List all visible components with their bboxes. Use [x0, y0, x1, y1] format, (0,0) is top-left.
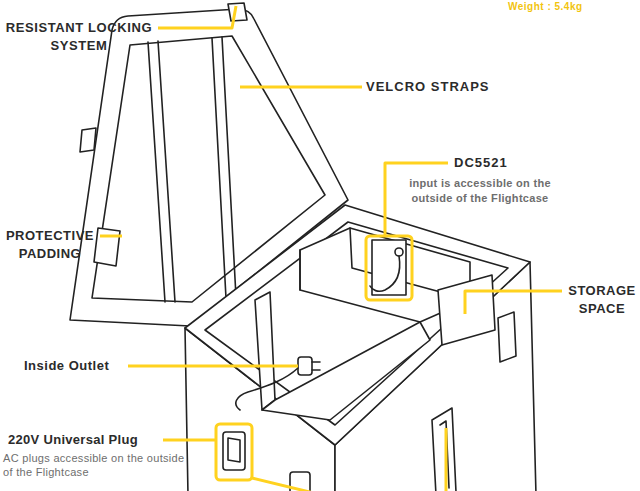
outlet-cord [236, 368, 298, 410]
leader-line [465, 291, 562, 314]
front-plug [223, 432, 245, 470]
connector-name: DC5521 [454, 154, 534, 172]
weight-note: Weight : 5.4kg [508, 0, 638, 13]
lid-latch [228, 3, 247, 21]
foam-wall [255, 292, 275, 410]
callout-label: Inside Outlet [24, 357, 134, 375]
velcro-strap [212, 37, 236, 298]
callout-label: STORAGE SPACE [564, 282, 640, 318]
padding-notch [94, 228, 120, 266]
leader-line [100, 235, 122, 238]
callout-label: VELCRO STRAPS [366, 78, 516, 96]
leader-line [128, 365, 298, 368]
leader-line [252, 478, 322, 491]
case-opening [205, 222, 508, 425]
outlet-plug [298, 357, 312, 375]
front-plug-cover [228, 438, 240, 462]
case-latch [498, 312, 516, 362]
lid-clip [80, 128, 96, 152]
leader-line [163, 439, 216, 442]
callout-label: RESISTANT LOCKING SYSTEM [0, 19, 158, 55]
leader-line [240, 86, 362, 89]
case-rim [185, 205, 530, 445]
callout-note: input is accessible on the outside of th… [394, 176, 566, 206]
velcro-strap [148, 41, 175, 302]
dc-socket [395, 248, 403, 256]
dc-cable [370, 256, 400, 291]
leader-line [445, 428, 448, 491]
callout-label: PROTECTIVE PADDING [0, 227, 100, 263]
callout-note: AC plugs accessible on the outside of th… [3, 451, 188, 479]
leader-line [158, 6, 236, 28]
highlight-box [366, 236, 412, 300]
callout-label: 220V Universal Plug [8, 431, 168, 449]
highlight-box [216, 424, 252, 480]
case-handle [432, 408, 456, 491]
outlet-prongs [312, 362, 320, 370]
foam-compartment [262, 322, 430, 420]
